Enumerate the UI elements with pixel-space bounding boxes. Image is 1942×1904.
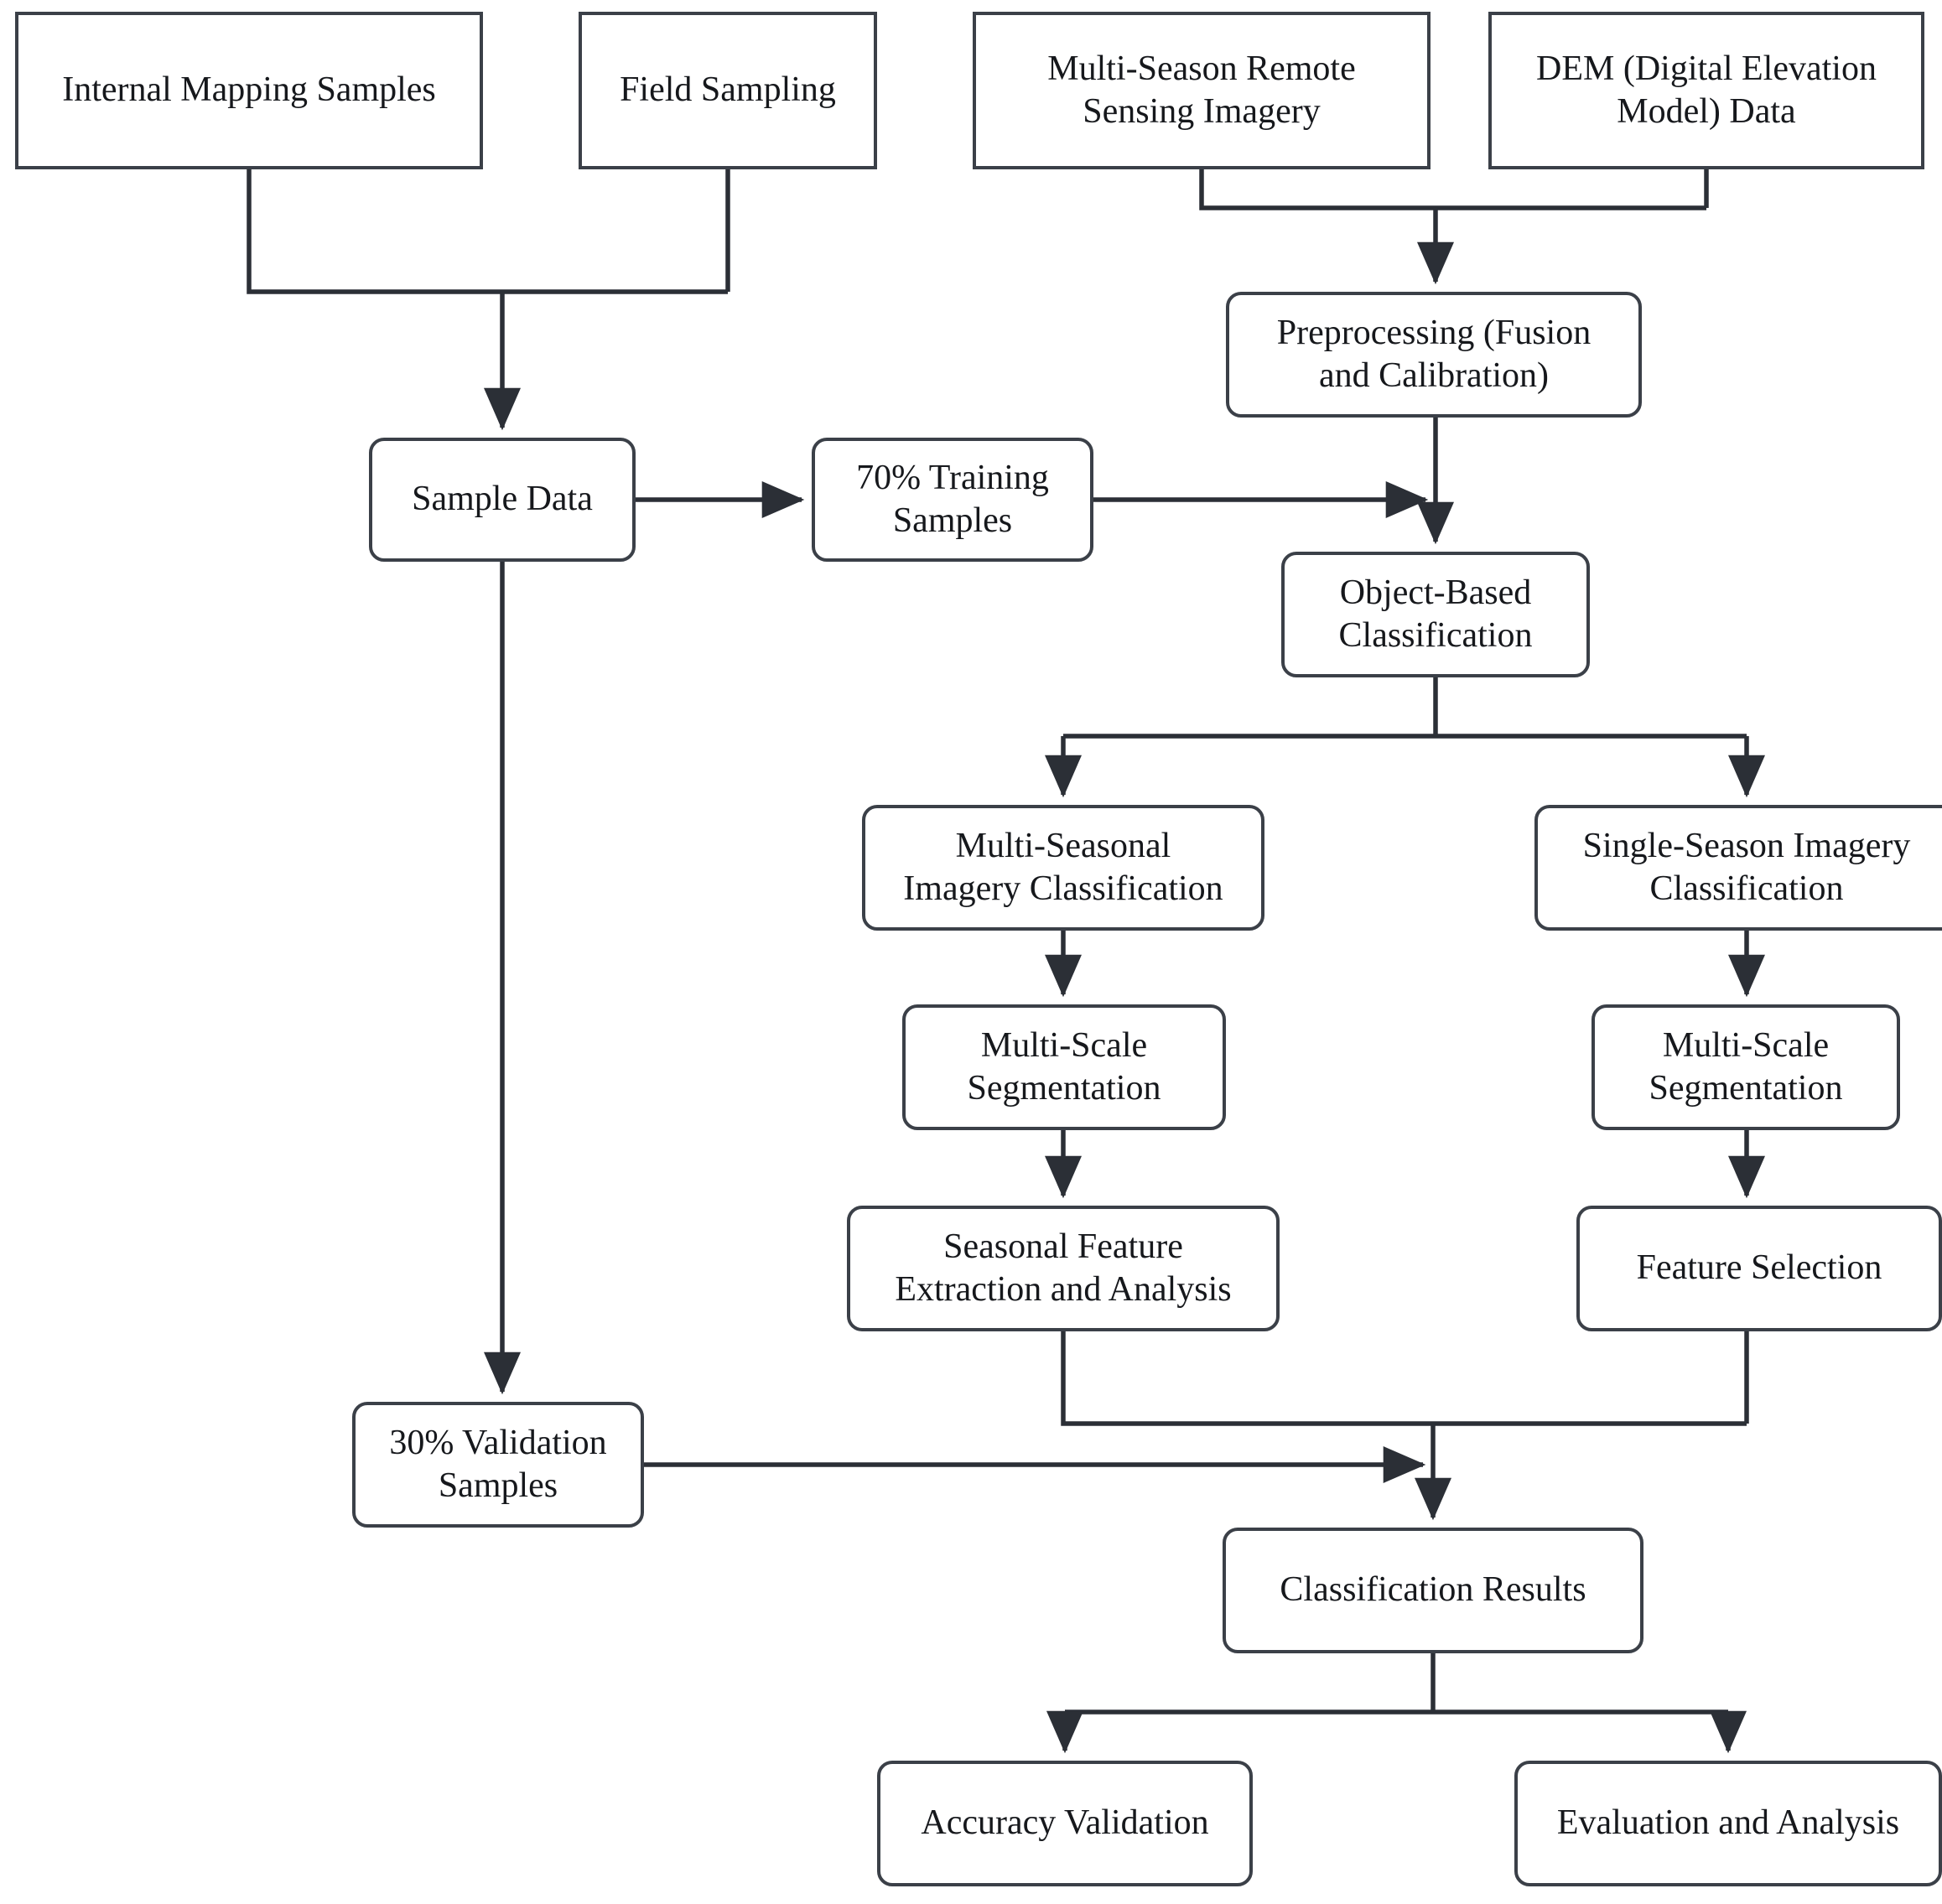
node-evaluation-and-analysis[interactable]: Evaluation and Analysis bbox=[1514, 1761, 1942, 1886]
edge-internal-mapping-to-bus bbox=[247, 169, 728, 294]
node-single-season-imagery-classification[interactable]: Single-Season Imagery Classification bbox=[1534, 805, 1942, 931]
node-preprocessing-fusion-calibration[interactable]: Preprocessing (Fusion and Calibration) bbox=[1226, 292, 1642, 418]
node-field-sampling[interactable]: Field Sampling bbox=[579, 12, 877, 169]
node-accuracy-validation[interactable]: Accuracy Validation bbox=[877, 1761, 1253, 1886]
node-seasonal-feature-extraction-analysis[interactable]: Seasonal Feature Extraction and Analysis bbox=[847, 1206, 1280, 1331]
node-classification-results[interactable]: Classification Results bbox=[1223, 1528, 1643, 1653]
node-dem-data[interactable]: DEM (Digital Elevation Model) Data bbox=[1488, 12, 1924, 169]
node-multi-seasonal-imagery-classification[interactable]: Multi-Seasonal Imagery Classification bbox=[862, 805, 1264, 931]
node-training-samples-70[interactable]: 70% Training Samples bbox=[812, 438, 1093, 562]
edge-imagery-to-bus bbox=[1199, 169, 1706, 210]
node-internal-mapping-samples[interactable]: Internal Mapping Samples bbox=[15, 12, 483, 169]
node-object-based-classification[interactable]: Object-Based Classification bbox=[1281, 552, 1590, 677]
node-sample-data[interactable]: Sample Data bbox=[369, 438, 636, 562]
node-multi-scale-segmentation-right[interactable]: Multi-Scale Segmentation bbox=[1592, 1004, 1900, 1130]
node-validation-samples-30[interactable]: 30% Validation Samples bbox=[352, 1402, 644, 1528]
edge-left-branch-merge bbox=[1061, 1331, 1747, 1426]
node-multi-season-remote-sensing-imagery[interactable]: Multi-Season Remote Sensing Imagery bbox=[973, 12, 1431, 169]
node-multi-scale-segmentation-left[interactable]: Multi-Scale Segmentation bbox=[902, 1004, 1226, 1130]
node-feature-selection[interactable]: Feature Selection bbox=[1576, 1206, 1942, 1331]
